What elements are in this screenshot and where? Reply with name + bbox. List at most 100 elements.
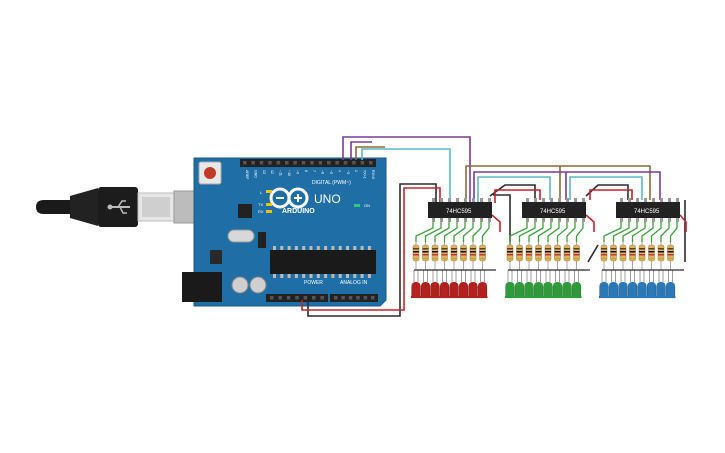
shift-register-chip[interactable]: 74HC595 [415,198,492,242]
reset-button-cap[interactable] [204,167,216,179]
header-pin[interactable] [360,161,365,165]
wire-green[interactable] [575,222,584,242]
led-red[interactable] [468,281,478,299]
wire-red[interactable] [494,189,541,203]
header-pin[interactable] [320,296,324,300]
wire-brown[interactable] [465,165,651,203]
header-pin[interactable] [295,296,299,300]
leds[interactable] [411,269,684,299]
wire-black[interactable] [585,184,629,200]
header-pin[interactable] [327,161,331,165]
header-pin[interactable] [251,161,255,165]
wire-cyan[interactable] [477,176,551,203]
wire-green[interactable] [612,222,630,242]
wire-green[interactable] [603,222,622,242]
shift-register-chip[interactable]: 74HC595 [509,198,586,242]
led-blue[interactable] [646,281,657,299]
header-pin[interactable] [286,296,291,300]
led-red[interactable] [420,281,431,299]
wire-green[interactable] [547,222,560,242]
header-pin[interactable] [348,296,353,300]
led-red[interactable] [411,281,421,299]
header-pin[interactable] [276,161,281,165]
wire-brown[interactable] [355,146,385,160]
wire-green[interactable] [518,222,536,242]
header-pin[interactable] [341,296,345,300]
led-green[interactable] [562,281,572,299]
wires[interactable] [301,136,687,317]
wire-green[interactable] [528,222,544,242]
resistors[interactable] [412,242,674,270]
header-pin[interactable] [285,161,289,165]
led-green[interactable] [543,281,553,299]
header-pin[interactable] [343,161,348,165]
led-green[interactable] [514,281,525,299]
header-pin[interactable] [278,296,282,300]
wire-green[interactable] [641,222,654,242]
led-blue[interactable] [599,281,609,299]
header-pin[interactable] [301,161,306,165]
wire-purple[interactable] [350,141,372,160]
led-green[interactable] [552,281,563,299]
wire-green[interactable] [453,222,466,242]
arduino-board[interactable]: ARDUINO UNO DIGITAL (PWM~) POWER ANALOG … [182,157,387,307]
led-blue[interactable] [618,281,628,299]
wire-black[interactable] [307,183,437,317]
wire-purple[interactable] [342,136,471,203]
wire-cyan[interactable] [569,176,643,200]
header-pin[interactable] [369,161,373,165]
header-pin[interactable] [310,161,314,165]
wire-green[interactable] [566,222,576,242]
led-blue[interactable] [656,281,666,299]
led-blue[interactable] [665,281,676,299]
wire-green[interactable] [669,222,678,242]
header-pin[interactable] [363,296,368,300]
wire-green[interactable] [472,222,482,242]
wire-green[interactable] [424,222,442,242]
led-blue[interactable] [608,281,619,299]
led-blue[interactable] [627,281,638,299]
wire-green[interactable] [434,222,450,242]
wire-green[interactable] [622,222,638,242]
wire-green[interactable] [631,222,646,242]
wire-red[interactable] [301,187,441,311]
analog-header[interactable] [330,294,378,302]
header-pin[interactable] [303,296,308,300]
header-pin[interactable] [371,296,375,300]
led-red[interactable] [430,281,440,299]
led-green[interactable] [571,281,582,299]
header-pin[interactable] [270,296,274,300]
usb-cable[interactable] [36,187,197,227]
digital-header[interactable] [240,159,376,167]
led-red[interactable] [477,281,488,299]
header-pin[interactable] [268,161,272,165]
wire-green[interactable] [443,222,458,242]
led-red[interactable] [439,281,450,299]
header-pin[interactable] [335,161,339,165]
led-green[interactable] [533,281,544,299]
led-green[interactable] [524,281,534,299]
wire-black[interactable] [489,184,536,200]
wire-green[interactable] [509,222,528,242]
led-red[interactable] [449,281,459,299]
led-red[interactable] [458,281,469,299]
header-pin[interactable] [312,296,316,300]
wire-red[interactable] [589,189,633,200]
led-green[interactable] [505,281,515,299]
header-pin[interactable] [352,161,356,165]
wire-red[interactable] [491,214,501,232]
power-jack[interactable] [182,272,222,302]
header-pin[interactable] [243,161,247,165]
wire-black[interactable] [587,244,599,263]
wire-green[interactable] [481,222,490,242]
wire-green[interactable] [537,222,552,242]
power-header[interactable] [266,294,328,302]
wire-red[interactable] [679,214,687,232]
wire-green[interactable] [660,222,670,242]
led-blue[interactable] [637,281,647,299]
wire-green[interactable] [556,222,568,242]
wire-green[interactable] [462,222,474,242]
wire-green[interactable] [415,222,434,242]
wire-red[interactable] [585,214,595,232]
